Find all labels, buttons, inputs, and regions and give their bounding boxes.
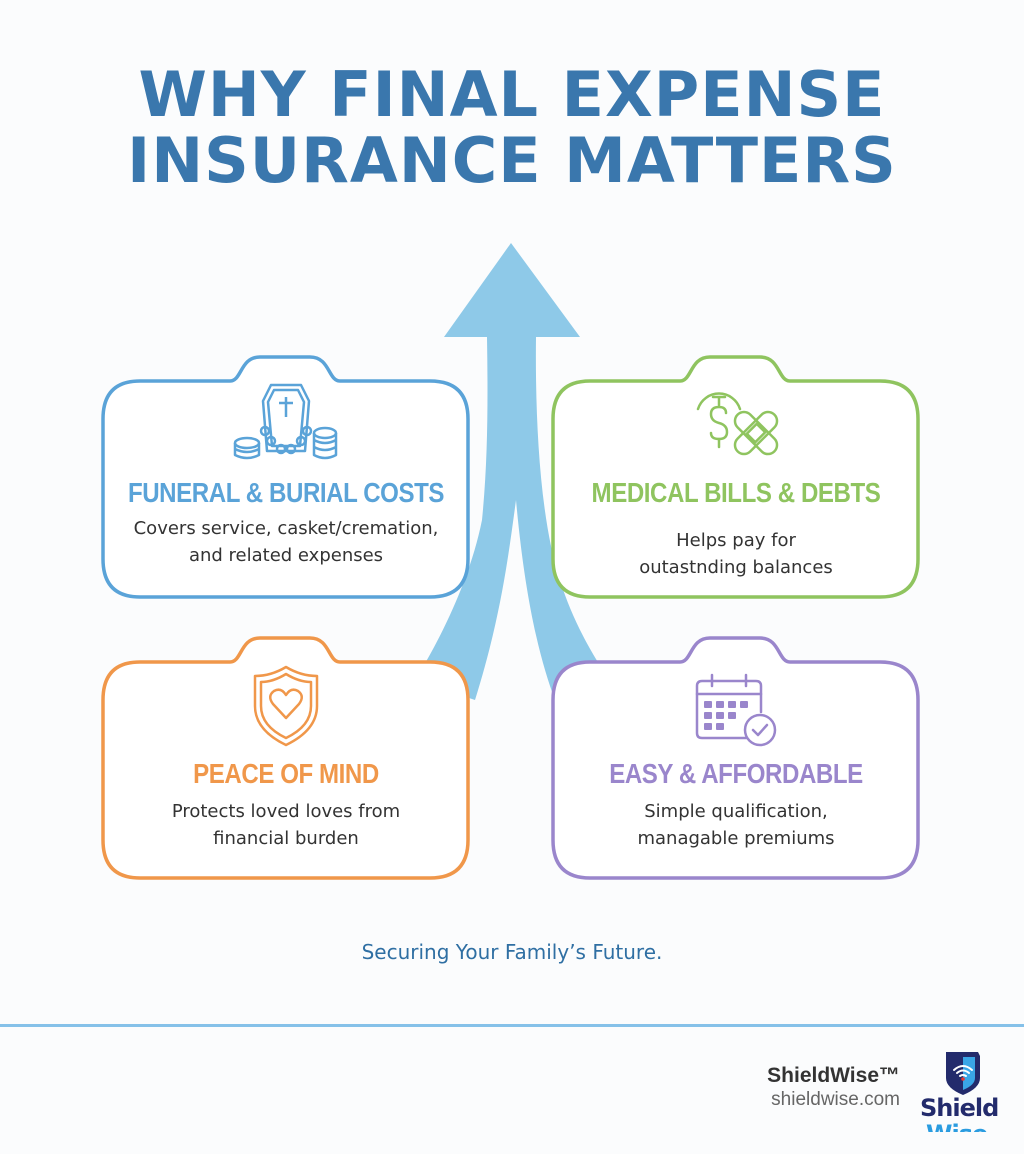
casket-coins-icon [233, 383, 338, 460]
card-frame [551, 355, 920, 599]
title-line-2: INSURANCE MATTERS [127, 124, 897, 197]
card-description-line-1: Simple qualification, [644, 801, 828, 822]
dollar-bandage-icon [696, 392, 779, 456]
page-title: WHY FINAL EXPENSE INSURANCE MATTERS [0, 62, 1024, 194]
brand-url[interactable]: shieldwise.com [771, 1089, 900, 1110]
card-description: Protects loved loves from financial burd… [100, 798, 472, 852]
card-funeral-burial-costs: FUNERAL & BURIAL COSTS Covers service, c… [100, 353, 472, 603]
card-description: Simple qualification, managable premiums [550, 798, 922, 852]
card-frame [101, 355, 470, 599]
card-peace-of-mind: PEACE OF MIND Protects loved loves from … [100, 634, 472, 884]
logo-word-shield: Shield [920, 1094, 999, 1122]
card-frame [551, 636, 920, 880]
tagline: Securing Your Family’s Future. [361, 940, 663, 964]
shieldwise-logo: Shield Wise [918, 1048, 1008, 1132]
calendar-clock-icon [695, 673, 777, 747]
brand-block: ShieldWise™ shieldwise.com [767, 1064, 900, 1111]
card-description-line-2: and related expenses [188, 545, 384, 566]
card-frame [101, 636, 470, 880]
card-heading: PEACE OF MIND [193, 758, 379, 789]
card-easy-affordable: EASY & AFFORDABLE Simple qualification, … [550, 634, 922, 884]
title-line-1: WHY FINAL EXPENSE [138, 58, 886, 131]
card-heading: EASY & AFFORDABLE [609, 758, 863, 789]
brand-name: ShieldWise™ [767, 1064, 900, 1087]
card-description-line-2: financial burden [213, 828, 359, 849]
card-description-line-1: Covers service, casket/cremation, [133, 518, 439, 539]
card-description-line-2: managable premiums [637, 828, 835, 849]
footer-divider [0, 1024, 1024, 1027]
card-medical-bills-debts: MEDICAL BILLS & DEBTS Helps pay for outa… [550, 353, 922, 603]
card-heading: MEDICAL BILLS & DEBTS [591, 477, 881, 508]
card-description-line-1: Helps pay for [676, 530, 796, 551]
shield-wifi-icon [946, 1052, 980, 1095]
card-description: Helps pay for outastnding balances [550, 527, 922, 581]
shield-heart-icon [253, 665, 319, 747]
card-heading: FUNERAL & BURIAL COSTS [127, 477, 445, 508]
card-description-line-2: outastnding balances [639, 557, 833, 578]
card-description: Covers service, casket/cremation, and re… [100, 515, 472, 569]
logo-word-wise: Wise [926, 1120, 988, 1132]
card-description-line-1: Protects loved loves from [171, 801, 401, 822]
